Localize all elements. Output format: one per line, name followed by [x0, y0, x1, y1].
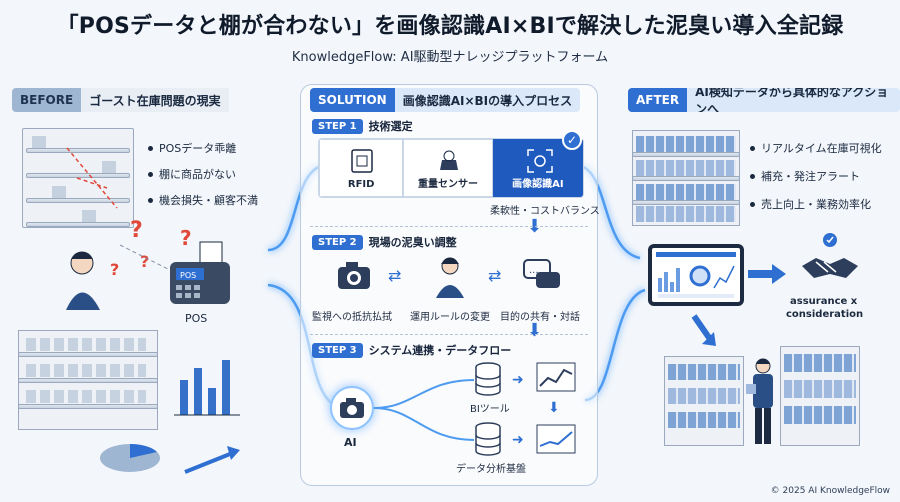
- solution-heading: 画像認識AI×BIの導入プロセス: [394, 88, 581, 112]
- list-item: POSデータ乖離: [148, 140, 258, 156]
- arrow-right-icon: ➜: [512, 372, 524, 388]
- copyright: © 2025 AI KnowledgeFlow: [770, 486, 890, 496]
- selected-note: 柔軟性・コストバランス: [490, 206, 600, 217]
- svg-text:?: ?: [140, 252, 149, 271]
- pos-register-icon: POS: [170, 241, 230, 304]
- step-2-header: STEP 2 現場の泥臭い調整: [312, 234, 457, 250]
- data-flow-lines: [374, 379, 475, 441]
- pie-chart-icon: [100, 444, 240, 474]
- camera-icon: [340, 398, 364, 418]
- dashboard-screen: [652, 248, 740, 302]
- option-rfid[interactable]: RFID: [319, 139, 404, 197]
- before-heading: ゴースト在庫問題の現実: [81, 88, 229, 112]
- after-bullet-list: リアルタイム在庫可視化 補充・発注アラート 売上向上・業務効率化: [750, 140, 882, 212]
- after-header: AFTER AI検知データから具体的なアクションへ: [628, 88, 900, 112]
- handshake-label-1: assurance x: [790, 296, 858, 307]
- selected-check-icon: ✓: [562, 130, 582, 150]
- database-icon: [475, 422, 501, 456]
- line-chart-icon: [536, 424, 576, 454]
- step-2-item-2: 運用ルールの変更: [410, 312, 490, 323]
- svg-text:?: ?: [110, 260, 119, 279]
- handshake-icon: [802, 233, 858, 278]
- staff-icon: [436, 257, 464, 298]
- worker-icon: [746, 358, 773, 444]
- step-3-badge: STEP 3: [312, 342, 363, 358]
- cycle-arrows-icon: ⇄: [388, 266, 402, 285]
- list-item: 売上向上・業務効率化: [750, 196, 882, 212]
- ai-camera-node: [330, 386, 374, 430]
- handshake-label-2: consideration: [786, 309, 864, 320]
- step-2-item-1: 監視への抵抗払拭: [312, 312, 392, 323]
- list-item: 補充・発注アラート: [750, 168, 882, 184]
- option-weight-sensor[interactable]: 重量センサー: [403, 139, 493, 197]
- data-platform-label: データ分析基盤: [456, 464, 526, 475]
- before-section: BEFORE ゴースト在庫問題の現実: [12, 88, 274, 112]
- arrow-down-icon: ⬇: [548, 400, 560, 416]
- arrow-down-right-icon: [691, 314, 716, 346]
- arrow-down-icon: ⬇: [527, 320, 543, 341]
- after-heading: AI検知データから具体的なアクションへ: [687, 88, 900, 112]
- solution-header: SOLUTION 画像認識AI×BIの導入プロセス: [310, 88, 581, 112]
- step-2-badge: STEP 2: [312, 234, 363, 250]
- empty-shelf-illustration: [22, 128, 134, 228]
- divider: [310, 334, 588, 335]
- step-1-header: STEP 1 技術選定: [312, 118, 413, 134]
- step-1-title: 技術選定: [368, 120, 413, 133]
- pos-label: POS: [185, 312, 208, 325]
- list-item: 機会損失・顧客不満: [148, 192, 258, 208]
- camera-scan-icon: [526, 149, 553, 173]
- rfid-icon: [351, 149, 373, 173]
- tablet-dashboard: [648, 244, 744, 306]
- arrow-right-icon: ➜: [512, 432, 524, 448]
- after-tag: AFTER: [628, 88, 688, 112]
- bar-chart-icon: [174, 360, 240, 416]
- confused-clerk-illustration: ? ? ? ?: [66, 218, 192, 310]
- before-header: BEFORE ゴースト在庫問題の現実: [12, 88, 274, 112]
- solution-section: SOLUTION 画像認識AI×BIの導入プロセス: [310, 88, 581, 112]
- solution-tag: SOLUTION: [310, 88, 395, 112]
- arrow-right-icon: [748, 264, 786, 284]
- ai-label: AI: [344, 436, 357, 449]
- line-chart-icon: [536, 362, 576, 392]
- restocked-store-illustration: [664, 346, 864, 450]
- list-item: リアルタイム在庫可視化: [750, 140, 882, 156]
- before-tag: BEFORE: [12, 88, 82, 112]
- step-3-title: システム連携・データフロー: [368, 344, 512, 357]
- svg-text:?: ?: [130, 218, 143, 243]
- bi-tool-label: BIツール: [470, 404, 510, 415]
- step-2-title: 現場の泥臭い調整: [368, 236, 457, 249]
- scale-icon: [440, 150, 459, 170]
- arrow-down-icon: ⬇: [527, 216, 543, 237]
- database-icon: [475, 362, 501, 396]
- before-bullet-list: POSデータ乖離 棚に商品がない 機会損失・顧客不満: [148, 140, 258, 208]
- divider: [310, 226, 588, 227]
- dashboard-charts-icon: [656, 252, 736, 298]
- svg-text:?: ?: [180, 226, 192, 250]
- cycle-arrows-icon: ⇄: [488, 266, 502, 285]
- page-subtitle: KnowledgeFlow: AI駆動型ナレッジプラットフォーム: [291, 50, 609, 65]
- page-title: 「POSデータと棚が合わない」を画像認識AI×BIで解決した泥臭い導入全記録: [56, 14, 844, 39]
- missing-item-marks: [66, 147, 118, 209]
- camera-icon: [338, 262, 370, 289]
- stocked-shelf-illustration: [632, 130, 740, 226]
- after-section: AFTER AI検知データから具体的なアクションへ: [628, 88, 900, 112]
- step-1-badge: STEP 1: [312, 118, 363, 134]
- store-shelves-illustration: [18, 330, 158, 430]
- tech-options: RFID 重量センサー 画像認識AI: [318, 138, 584, 198]
- step-3-header: STEP 3 システム連携・データフロー: [312, 342, 511, 358]
- chat-bubbles-icon: ...: [523, 259, 560, 288]
- step-2-item-3: 目的の共有・対話: [500, 312, 580, 323]
- register-screen-text: POS: [180, 271, 196, 280]
- svg-text:...: ...: [529, 265, 539, 276]
- list-item: 棚に商品がない: [148, 166, 258, 182]
